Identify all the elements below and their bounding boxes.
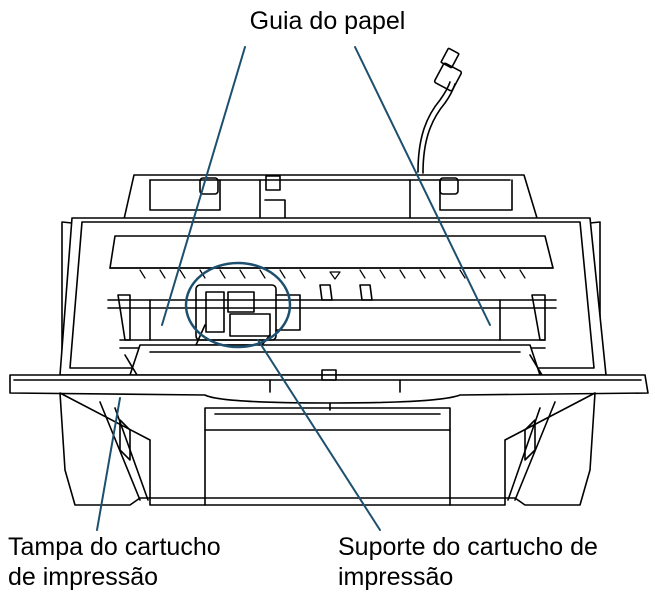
leader-line-cartridge-cover <box>96 397 121 531</box>
label-cover-line1: Tampa do cartucho <box>8 533 221 561</box>
label-holder-line2: impressão <box>338 563 454 591</box>
leader-line-cartridge-holder <box>257 339 381 531</box>
label-paper-guide-text: Guia do papel <box>249 7 406 35</box>
leader-line-paper-guide-right <box>354 46 491 326</box>
label-print-cartridge-holder: Suporte do cartucho de impressão <box>338 532 598 592</box>
label-paper-guide: Guia do papel <box>0 6 655 36</box>
highlight-circle <box>184 261 292 349</box>
leader-line-paper-guide-left <box>161 46 246 326</box>
label-print-cartridge-cover: Tampa do cartucho de impressão <box>8 532 221 592</box>
scanner-lower-body <box>59 392 596 506</box>
usb-cable-icon <box>417 47 463 174</box>
label-cover-line2: de impressão <box>8 563 159 591</box>
label-holder-line1: Suporte do cartucho de <box>338 533 598 561</box>
